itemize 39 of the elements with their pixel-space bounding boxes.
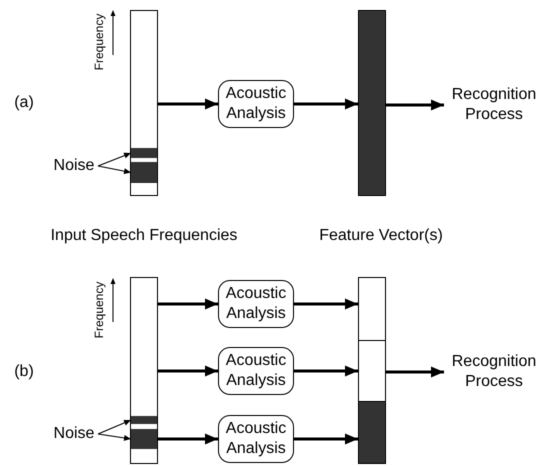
arrow — [294, 98, 358, 110]
node-label: Recognition Process — [444, 85, 544, 125]
axis-label: Frequency — [93, 14, 107, 70]
noise-band — [131, 162, 157, 183]
feature-vector-bar — [358, 10, 386, 196]
noise-band — [131, 148, 157, 158]
arrow — [386, 366, 444, 378]
process-box: Acoustic Analysis — [218, 347, 294, 395]
arrow — [158, 434, 218, 444]
axis-label: Frequency — [93, 282, 107, 338]
leader-line — [98, 434, 132, 441]
node-label: Noise — [50, 155, 98, 177]
arrow — [158, 298, 218, 310]
vector-segment — [358, 340, 386, 402]
arrow — [294, 298, 358, 310]
arrow — [158, 98, 218, 110]
caption: Feature Vector(s) — [319, 226, 443, 246]
leader-line — [98, 152, 132, 166]
arrow — [386, 100, 444, 110]
arrow — [294, 366, 358, 376]
leader-line — [98, 420, 132, 434]
arrow — [158, 366, 218, 376]
frequency-bar — [130, 277, 158, 464]
noise-band — [131, 416, 157, 424]
node-label: Noise — [50, 423, 98, 445]
panel-label: (b) — [14, 362, 34, 382]
vector-segment — [358, 277, 386, 341]
process-box: Acoustic Analysis — [218, 80, 294, 128]
frequency-bar — [358, 277, 386, 464]
frequency-bar — [130, 10, 158, 196]
caption: Input Speech Frequencies — [50, 226, 238, 246]
process-box: Acoustic Analysis — [218, 280, 294, 328]
noise-band — [358, 401, 386, 464]
noise-band — [131, 429, 157, 449]
panel-label: (a) — [14, 94, 34, 112]
process-box: Acoustic Analysis — [218, 415, 294, 463]
leader-line — [98, 166, 132, 174]
node-label: Recognition Process — [444, 352, 544, 392]
arrow — [294, 434, 358, 444]
